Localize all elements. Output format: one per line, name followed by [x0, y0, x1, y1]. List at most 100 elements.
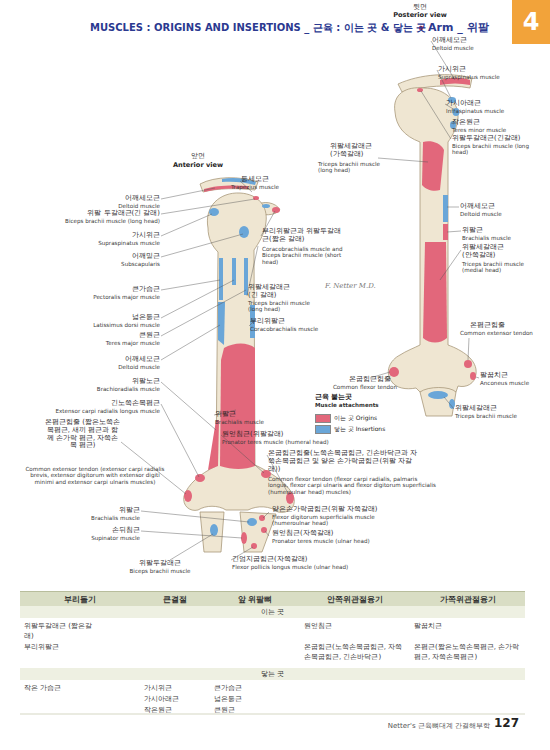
english-label: Brachialis muscle [215, 419, 275, 425]
english-label: Supinator muscle [70, 535, 140, 541]
table-cell: 작은원근 [144, 705, 204, 715]
insertion-patch [428, 391, 448, 399]
part-label: 원엎침근(자쪽갈래) [272, 530, 362, 538]
english-label: Biceps brachii muscle (long head) [452, 143, 542, 156]
origin-patch [251, 543, 257, 549]
table-cell: 큰원근 [214, 705, 274, 715]
leader-line [161, 404, 199, 477]
part-label: 뒷면 [400, 4, 440, 12]
english-label: Coracobrachialis muscle and Biceps brach… [262, 246, 352, 265]
english-label: Deltoid muscle [100, 203, 160, 209]
part-label: 온굽힘근힘줄(노쪽손목굽힘근, 긴손바닥근과 자쪽손목굽힘근 및 얕은 손가락굽… [268, 450, 423, 473]
english-label: Deltoid muscle [432, 45, 512, 51]
part-label: 작은원근 [452, 119, 512, 127]
english-label: Common extensor tendon [460, 330, 550, 336]
origin-patch [184, 490, 192, 502]
part-label: 어깨세모근 [90, 356, 160, 364]
leader-line [141, 511, 249, 522]
insertion-patch [218, 302, 225, 345]
table-cell: 온폄근(짧은노쪽손목폄근, 손가락폄근, 자쪽손목폄근) [414, 642, 522, 662]
leader-line [444, 397, 454, 409]
legend-text: 닿는 곳 Insertions [334, 425, 385, 434]
leader-line [476, 377, 479, 378]
part-label: 위팔근 [215, 411, 265, 419]
table-row-band: 닿는 곳 [20, 668, 525, 680]
ulna [240, 512, 276, 552]
origin-patch [470, 372, 476, 380]
english-label: Brachialis muscle [462, 235, 542, 241]
leader-line [263, 512, 269, 518]
part-label: 팔꿉치근 [480, 372, 540, 380]
part-label: 긴엄지굽힘근(자쪽갈래) [232, 556, 332, 564]
legend-swatch [315, 425, 331, 434]
part-label: 가시아래근 [446, 100, 506, 108]
table-cell: 팔꿉치근 [414, 621, 514, 631]
part-label: F. Netter M.D. [325, 282, 385, 290]
insertion-patch [244, 258, 248, 295]
part-label: 어깨세모근 [460, 203, 520, 211]
table-row-band: 이는 곳 [20, 606, 525, 618]
english-label: Subscapularis [90, 261, 160, 267]
english-label: Extensor carpi radialis longus muscle [30, 408, 160, 414]
part-label: 부리위팔근 [250, 318, 310, 326]
part-label: 위팔세갈래근 (가쪽갈래) [330, 143, 378, 159]
part-label: 위팔근 [80, 507, 140, 515]
part-label: 앞면 [178, 153, 218, 161]
part-label: Netter's 근육뼈대계 간결해부학 [355, 722, 490, 730]
english-label: Triceps brachii muscle (long head) [318, 161, 380, 174]
leader-line [161, 382, 216, 430]
table-header-band: 부리돌기큰결절앞 위팔뼈안쪽위관절융기가쪽위관절융기 [20, 591, 525, 606]
table-rule [20, 714, 525, 715]
english-label: Pronator teres muscle (humeral head) [222, 439, 342, 445]
part-label: 손뒤침근 [80, 527, 140, 535]
table-cell: 부리위팔근 [24, 642, 104, 652]
table-cell: 위팔두갈래근 (짧은갈래) [24, 621, 94, 641]
olecranon [420, 388, 456, 417]
insertion-patch [210, 524, 218, 536]
node-text: 부리돌기 [20, 595, 140, 605]
leader-lines [121, 41, 479, 560]
part-label: 위팔노근 [90, 378, 160, 386]
part-label: 등세모근 [225, 176, 285, 184]
node-text: 4 [523, 8, 540, 36]
insertion-patch [239, 226, 249, 238]
node-text: 앞 위팔뼈 [210, 595, 300, 605]
leader-line [378, 158, 428, 162]
radius [200, 512, 224, 552]
english-label: Biceps brachii muscle [110, 568, 210, 574]
part-label: 온폄근힘줄 (짧은노쪽손목폄근, 새끼 폄근과 함께 손가락 폄근, 자쪽손목 … [45, 419, 120, 450]
part-label: Anterior view [163, 162, 233, 170]
table-cell: 가시아래근 [144, 694, 204, 704]
origin-patch [259, 515, 265, 521]
part-label: 위팔세갈래근 (안쪽갈래) [462, 244, 512, 260]
leader-line [161, 280, 234, 318]
origin-patch [272, 207, 280, 213]
origin-patch [422, 141, 444, 190]
part-label: 어깨밑근 [90, 253, 160, 261]
english-label: Brachioradialis muscle [70, 386, 160, 392]
english-label: Common flexor tendon (flexor carpi radia… [268, 476, 436, 495]
english-label: Triceps brachii muscle [455, 413, 545, 419]
origin-patch [464, 360, 472, 368]
leader-line [265, 531, 269, 536]
english-label: Supraspinatus muscle [438, 74, 528, 80]
english-label: Biceps brachii muscle (long head) [40, 218, 160, 224]
origin-patch [423, 242, 447, 343]
table-cell: 큰가슴근 [214, 683, 274, 693]
leader-line [170, 534, 213, 560]
english-label: Flexor pollicis longus muscle (ulnar hea… [232, 564, 382, 570]
part-label: 큰가슴근 [90, 286, 160, 294]
part-label: 위팔세갈래근 [455, 405, 525, 413]
english-label: Triceps brachii muscle (medial head) [462, 261, 537, 274]
english-label: Brachialis muscle [70, 515, 140, 521]
english-label: Coracobrachialis muscle [250, 326, 330, 332]
part-label: 큰원근 [90, 332, 160, 340]
part-label: Posterior view [385, 12, 455, 20]
english-label: Anconeus muscle [480, 380, 550, 386]
table-cell: 작은 가슴근 [24, 683, 104, 693]
node-text: 안쪽위관절융기 [300, 595, 410, 605]
origin-patch [417, 88, 423, 92]
